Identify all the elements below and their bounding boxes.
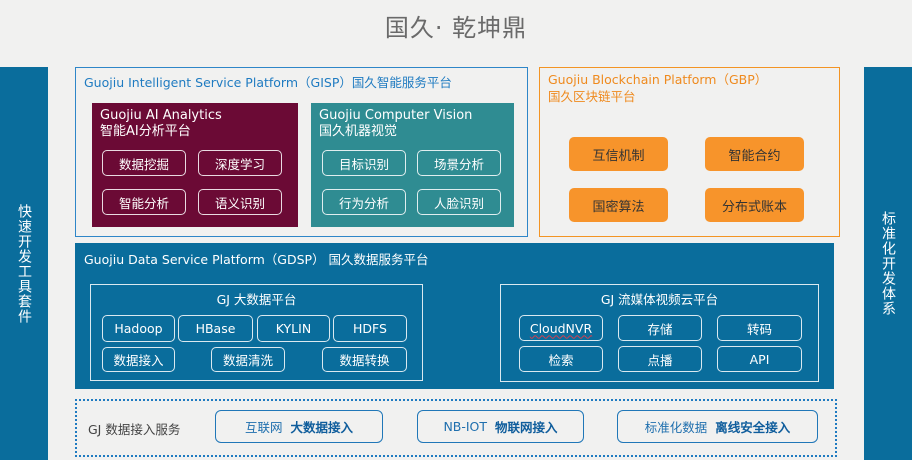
gbp-item[interactable]: 智能合约	[705, 137, 804, 171]
gbp-title-en: Guojiu Blockchain Platform（GBP）	[548, 72, 768, 87]
gbp-item[interactable]: 国密算法	[569, 188, 668, 222]
media-item[interactable]: 点播	[618, 346, 702, 372]
ai-title-en: Guojiu AI Analytics	[100, 108, 222, 123]
bigdata-item[interactable]: KYLIN	[257, 315, 330, 342]
access-item-prefix: 互联网	[244, 420, 283, 435]
media-item-label: CloudNVR	[529, 320, 593, 336]
bigdata-item[interactable]: HBase	[178, 315, 253, 342]
media-item[interactable]: 存储	[618, 315, 702, 341]
sidebar-rapid-dev-toolkit: 快速开发工具套件	[0, 67, 48, 460]
access-item-prefix: NB-IOT	[443, 419, 488, 434]
bigdata-item[interactable]: Hadoop	[102, 315, 175, 342]
access-item-main: 大数据接入	[290, 420, 354, 435]
gdsp-title: Guojiu Data Service Platform（GDSP） 国久数据服…	[84, 252, 429, 267]
media-item-cloudnvr[interactable]: CloudNVR	[519, 315, 603, 341]
access-item-internet[interactable]: 互联网 大数据接入	[215, 410, 383, 443]
media-item[interactable]: 检索	[519, 346, 603, 372]
cv-item[interactable]: 行为分析	[322, 189, 406, 215]
gisp-section	[75, 67, 528, 237]
page-title: 国久· 乾坤鼎	[384, 14, 528, 42]
bigdata-item[interactable]: HDFS	[333, 315, 407, 342]
media-item[interactable]: API	[717, 346, 802, 372]
access-item-standard-data[interactable]: 标准化数据 离线安全接入	[617, 410, 818, 443]
ai-item[interactable]: 语义识别	[198, 189, 282, 215]
data-access-section	[75, 399, 837, 457]
access-item-main: 离线安全接入	[715, 420, 791, 435]
cv-item[interactable]: 场景分析	[417, 150, 501, 176]
access-item-prefix: 标准化数据	[644, 420, 708, 435]
gbp-item[interactable]: 分布式账本	[705, 188, 804, 222]
bigdata-item[interactable]: 数据清洗	[211, 347, 285, 372]
media-title: GJ 流媒体视频云平台	[600, 292, 719, 307]
ai-analytics-panel: Guojiu AI Analytics 智能AI分析平台 数据挖掘 深度学习 智…	[92, 103, 298, 227]
gbp-item[interactable]: 互信机制	[569, 137, 668, 171]
gdsp-section	[75, 243, 834, 389]
ai-item[interactable]: 智能分析	[102, 189, 186, 215]
sidebar-left-label: 快速开发工具套件	[16, 203, 32, 324]
cv-title-en: Guojiu Computer Vision	[319, 108, 473, 123]
ai-item[interactable]: 数据挖掘	[102, 150, 186, 176]
ai-item[interactable]: 深度学习	[198, 150, 282, 176]
cv-item[interactable]: 人脸识别	[417, 189, 501, 215]
bigdata-item[interactable]: 数据转换	[322, 347, 407, 372]
data-access-label: GJ 数据接入服务	[88, 422, 181, 437]
computer-vision-panel: Guojiu Computer Vision 国久机器视觉 目标识别 场景分析 …	[311, 103, 514, 227]
gisp-title: Guojiu Intelligent Service Platform（GISP…	[84, 75, 452, 90]
bigdata-platform-box: GJ 大数据平台	[90, 284, 423, 381]
gbp-section	[539, 67, 840, 237]
cv-item[interactable]: 目标识别	[322, 150, 406, 176]
media-item[interactable]: 转码	[717, 315, 802, 341]
media-platform-box: GJ 流媒体视频云平台	[500, 284, 819, 382]
sidebar-right-label: 标准化开发体系	[880, 211, 896, 316]
cv-title-cn: 国久机器视觉	[319, 124, 398, 139]
gbp-title-cn: 国久区块链平台	[548, 89, 636, 104]
gbp-title: Guojiu Blockchain Platform（GBP） 国久区块链平台	[548, 71, 767, 105]
access-item-main: 物联网接入	[495, 420, 558, 435]
bigdata-title: GJ 大数据平台	[216, 292, 297, 307]
bigdata-item[interactable]: 数据接入	[102, 347, 175, 372]
access-item-nbiot[interactable]: NB-IOT 物联网接入	[417, 410, 584, 443]
ai-title-cn: 智能AI分析平台	[100, 124, 191, 139]
sidebar-standard-dev-system: 标准化开发体系	[864, 67, 912, 460]
